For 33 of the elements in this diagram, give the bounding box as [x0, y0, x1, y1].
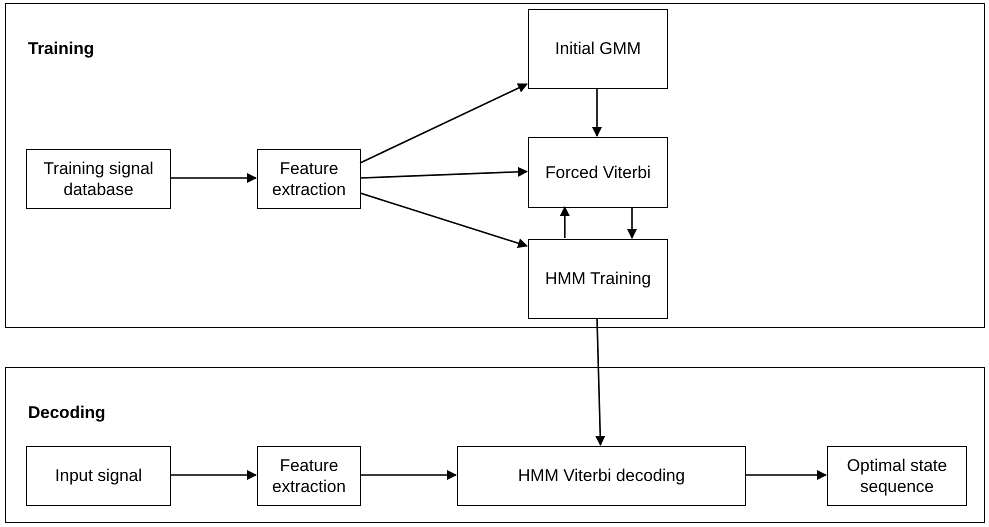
- panel-heading: Training: [28, 38, 94, 60]
- box-label: HMM Viterbi decoding: [518, 465, 685, 487]
- arrow: [360, 470, 457, 480]
- process-box: [257, 446, 361, 506]
- box-label: Training signal database: [42, 158, 154, 200]
- box-label: Optimal state sequence: [846, 454, 948, 498]
- process-box: [26, 149, 171, 209]
- box-label: Feature extraction: [271, 454, 347, 498]
- box-label: Forced Viterbi: [545, 162, 651, 184]
- arrow: [170, 470, 257, 480]
- arrow: [360, 192, 528, 248]
- arrow: [560, 206, 570, 238]
- process-box: [528, 137, 668, 208]
- box-label: Feature extraction: [271, 158, 347, 200]
- group-panel: [5, 3, 985, 328]
- process-box: [457, 446, 746, 506]
- process-box: [528, 239, 668, 319]
- arrow: [592, 88, 602, 137]
- process-box: [528, 9, 668, 89]
- process-box: [26, 446, 171, 506]
- box-label: HMM Training: [545, 268, 651, 290]
- arrow: [627, 207, 637, 239]
- arrow: [360, 166, 528, 179]
- box-label: Initial GMM: [555, 38, 641, 60]
- arrow: [595, 318, 606, 446]
- arrow: [360, 83, 528, 164]
- box-label: Input signal: [55, 465, 142, 487]
- panel-heading: Decoding: [28, 402, 106, 424]
- process-box: [827, 446, 967, 506]
- arrow: [170, 173, 257, 183]
- process-box: [257, 149, 361, 209]
- group-panel: [5, 367, 985, 523]
- arrow: [745, 470, 827, 480]
